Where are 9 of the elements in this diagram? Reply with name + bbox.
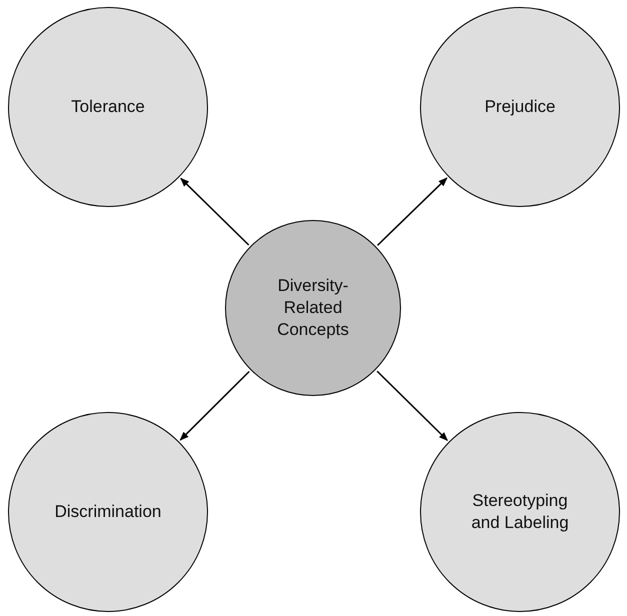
concept-label: Tolerance <box>70 96 146 118</box>
arrow <box>180 178 250 246</box>
arrow <box>180 370 250 441</box>
concept-label: Diversity-Related Concepts <box>276 274 350 342</box>
arrow <box>376 370 448 442</box>
concept-label: Prejudice <box>484 96 556 118</box>
concept-label: Stereotyping and Labeling <box>470 490 570 534</box>
concept-label: Discrimination <box>54 500 162 523</box>
arrow <box>377 177 448 246</box>
